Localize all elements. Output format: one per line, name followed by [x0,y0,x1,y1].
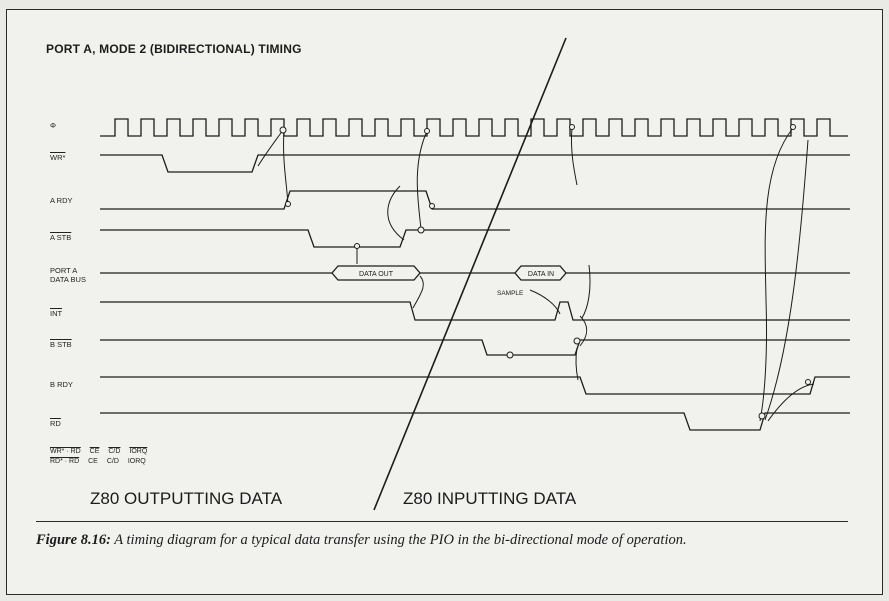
equation-row-1: WR* · RD CE C/D IORQ [50,448,154,455]
divider-diagonal [373,37,567,511]
eq1-term-4: IORQ [129,448,148,455]
edge-marker [417,226,425,234]
eq1-term-3: C/D [108,448,121,455]
caption-rule [36,521,848,523]
data-in-label: DATA IN [528,271,554,278]
figure-caption: Figure 8.16: A timing diagram for a typi… [36,530,856,551]
eq2-term-1: RD* · RD [50,458,80,465]
signal-label-ardy: A RDY [50,196,73,205]
signal-label-bstb: B STB [50,340,72,349]
edge-marker [424,128,430,134]
edge-marker [790,124,796,130]
arrow-rd-to-brdy [764,139,809,421]
eq2-term-2: CE [88,458,98,465]
arrow-phi-to-ardy [283,130,289,206]
right-caption: Z80 INPUTTING DATA [403,489,577,508]
brdy-waveform [100,376,850,395]
eq1-term-1: WR* · RD [50,448,81,455]
edge-marker [805,379,811,385]
int-waveform [100,301,850,321]
arrow-rd-up [767,383,815,422]
edge-marker [429,203,435,209]
data-out-label: DATA OUT [359,271,394,278]
diagram-title: PORT A, MODE 2 (BIDIRECTIONAL) TIMING [46,42,302,56]
arrow-int-to-bstb [579,315,588,347]
arrow-sample [529,289,561,315]
signal-label-porta-2: DATA BUS [50,275,86,284]
arrow-astb-to-ardy [387,185,405,241]
sample-label: SAMPLE [497,290,524,297]
edge-marker [279,126,287,134]
arrow-phi-to-bstb [571,127,578,186]
eq2-term-3: C/D [106,458,119,465]
signal-label-astb: A STB [50,233,72,242]
signal-label-rd: RD [50,419,61,428]
arrow-bus-to-int [412,275,424,309]
bstb-waveform [100,339,850,356]
edge-marker [285,201,291,207]
eq2-term-4: IORQ [127,458,146,465]
figure-text: A timing diagram for a typical data tran… [114,532,687,548]
wr-waveform [100,154,850,173]
edge-marker [758,412,766,420]
arrow-bstb-to-brdy [575,347,579,381]
arrow-phi-to-rd [759,127,794,422]
figure-label: Figure 8.16: [36,532,111,548]
phi-clock-waveform [100,118,848,137]
edge-marker [573,337,581,345]
ardy-waveform [100,190,850,210]
signal-label-wr: WR* [50,153,66,162]
edge-marker [506,351,514,359]
edge-marker [354,243,360,249]
rd-waveform [100,412,850,431]
eq1-term-2: CE [89,448,100,455]
arrow-phi-to-astb [416,130,428,230]
signal-label-int: INT [50,309,63,318]
signal-label-porta-1: PORT A [50,266,78,275]
signal-label-phi: Φ [50,121,56,130]
signal-label-brdy: B RDY [50,380,73,389]
astb-waveform [100,229,510,248]
arrow-bus-to-int-2 [581,264,591,319]
edge-marker [569,124,575,130]
left-caption: Z80 OUTPUTTING DATA [90,489,283,508]
equation-row-2: RD* · RD CE C/D IORQ [50,458,153,465]
